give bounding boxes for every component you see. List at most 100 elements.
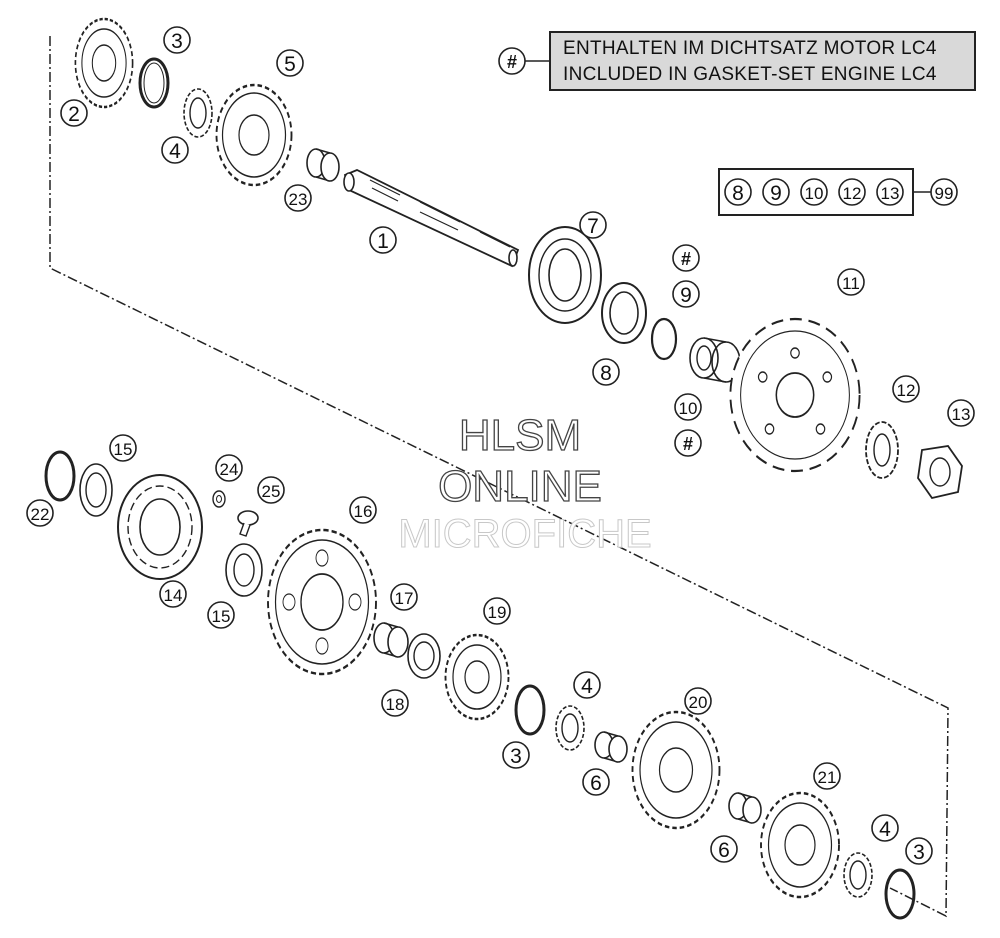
callout-4-mid[interactable]: 4 — [573, 671, 601, 699]
bushing-part-23[interactable] — [306, 148, 340, 182]
snap-ring-part-3-bottom[interactable] — [884, 868, 916, 920]
callout-11[interactable]: 11 — [837, 268, 865, 296]
svg-text:3: 3 — [510, 745, 522, 768]
svg-text:13: 13 — [881, 184, 900, 203]
callout-7[interactable]: 7 — [579, 211, 607, 239]
sprocket-part-11[interactable] — [729, 317, 861, 473]
washer-part-18[interactable] — [407, 633, 441, 679]
svg-text:17: 17 — [395, 589, 414, 608]
svg-text:8: 8 — [600, 362, 612, 385]
svg-text:99: 99 — [935, 184, 954, 203]
callout-4-bottom[interactable]: 4 — [871, 814, 899, 842]
svg-text:2: 2 — [68, 103, 80, 126]
kit-member-9[interactable]: 9 — [762, 178, 790, 206]
shim-part-15-bottom[interactable] — [225, 543, 263, 597]
callout-12[interactable]: 12 — [892, 375, 920, 403]
svg-text:3: 3 — [913, 841, 925, 864]
spacer-part-10[interactable] — [689, 337, 741, 383]
callout-13[interactable]: 13 — [947, 399, 975, 427]
svg-text:23: 23 — [289, 190, 308, 209]
nut-part-13[interactable] — [917, 445, 963, 500]
svg-text:21: 21 — [818, 768, 837, 787]
callout-20[interactable]: 20 — [684, 687, 712, 715]
bushing-part-17[interactable] — [373, 622, 409, 658]
kit-member-13[interactable]: 13 — [876, 178, 904, 206]
svg-text:15: 15 — [114, 440, 133, 459]
kit-member-12[interactable]: 12 — [838, 178, 866, 206]
bushing-part-6-left[interactable] — [594, 731, 628, 763]
svg-text:5: 5 — [284, 53, 296, 76]
svg-text:10: 10 — [679, 399, 698, 418]
callout-16[interactable]: 16 — [349, 496, 377, 524]
watermark-line-2: ONLINE — [437, 461, 602, 511]
callout-23[interactable]: 23 — [284, 184, 312, 212]
needle-bearing-part-14[interactable] — [117, 474, 203, 580]
callout-hash-a[interactable]: # — [672, 244, 700, 272]
washer-part-24[interactable] — [212, 490, 226, 508]
callout-3-mid[interactable]: 3 — [502, 741, 530, 769]
bearing-part-7[interactable] — [528, 226, 602, 324]
kit-member-10[interactable]: 10 — [800, 178, 828, 206]
gear-part-5[interactable] — [215, 83, 293, 187]
gear-part-2[interactable] — [74, 17, 134, 109]
callout-5[interactable]: 5 — [276, 49, 304, 77]
screw-part-25[interactable] — [237, 510, 259, 537]
gasket-kit-frame — [718, 168, 914, 216]
callout-24[interactable]: 24 — [215, 454, 243, 482]
svg-text:6: 6 — [718, 839, 730, 862]
svg-text:7: 7 — [587, 215, 599, 238]
kit-member-8[interactable]: 8 — [724, 178, 752, 206]
svg-text:12: 12 — [897, 381, 916, 400]
o-ring-part-9[interactable] — [650, 317, 678, 361]
svg-text:25: 25 — [262, 482, 281, 501]
snap-ring-part-3-top[interactable] — [138, 57, 170, 109]
callout-22[interactable]: 22 — [26, 499, 54, 527]
callout-4-top[interactable]: 4 — [161, 136, 189, 164]
seal-part-8[interactable] — [601, 282, 647, 344]
callout-17[interactable]: 17 — [390, 583, 418, 611]
callout-18[interactable]: 18 — [381, 689, 409, 717]
gear-part-16[interactable] — [267, 528, 377, 676]
callout-9[interactable]: 9 — [672, 280, 700, 308]
callout-15-bottom[interactable]: 15 — [207, 601, 235, 629]
washer-part-4-bottom[interactable] — [843, 852, 873, 898]
callout-25[interactable]: 25 — [257, 476, 285, 504]
callout-6-left[interactable]: 6 — [582, 768, 610, 796]
shim-part-15-top[interactable] — [79, 463, 113, 517]
callout-15-top[interactable]: 15 — [109, 434, 137, 462]
callout-hash-b[interactable]: # — [674, 429, 702, 457]
gear-part-19[interactable] — [444, 633, 510, 721]
snap-ring-part-3-mid[interactable] — [514, 684, 546, 736]
svg-text:#: # — [683, 434, 693, 454]
svg-text:1: 1 — [377, 230, 389, 253]
callout-3-top[interactable]: 3 — [163, 26, 191, 54]
washer-part-4-mid[interactable] — [555, 705, 585, 751]
gear-part-20[interactable] — [631, 710, 721, 830]
gear-part-21[interactable] — [760, 791, 840, 899]
svg-text:12: 12 — [843, 184, 862, 203]
kit-number-99[interactable]: 99 — [914, 178, 958, 206]
callout-14[interactable]: 14 — [159, 580, 187, 608]
callout-1[interactable]: 1 — [369, 226, 397, 254]
svg-text:10: 10 — [805, 184, 824, 203]
callout-3-bottom[interactable]: 3 — [905, 837, 933, 865]
snap-ring-part-22[interactable] — [44, 450, 76, 502]
callout-6-right[interactable]: 6 — [710, 835, 738, 863]
callout-2[interactable]: 2 — [60, 99, 88, 127]
callout-10[interactable]: 10 — [674, 393, 702, 421]
main-shaft-part-1[interactable] — [343, 169, 520, 268]
svg-text:6: 6 — [590, 772, 602, 795]
lock-washer-part-12[interactable] — [865, 421, 899, 479]
callout-8[interactable]: 8 — [592, 358, 620, 386]
callout-21[interactable]: 21 — [813, 762, 841, 790]
svg-text:3: 3 — [171, 30, 183, 53]
callout-19[interactable]: 19 — [483, 597, 511, 625]
svg-text:8: 8 — [732, 182, 744, 205]
watermark-line-1: HLSM — [458, 410, 582, 460]
notice-hash-symbol: # — [498, 47, 549, 75]
svg-text:11: 11 — [842, 274, 860, 293]
bushing-part-6-right[interactable] — [728, 792, 762, 824]
watermark-line-3: MICROFICHE — [398, 512, 652, 557]
washer-part-4-top[interactable] — [183, 88, 213, 138]
